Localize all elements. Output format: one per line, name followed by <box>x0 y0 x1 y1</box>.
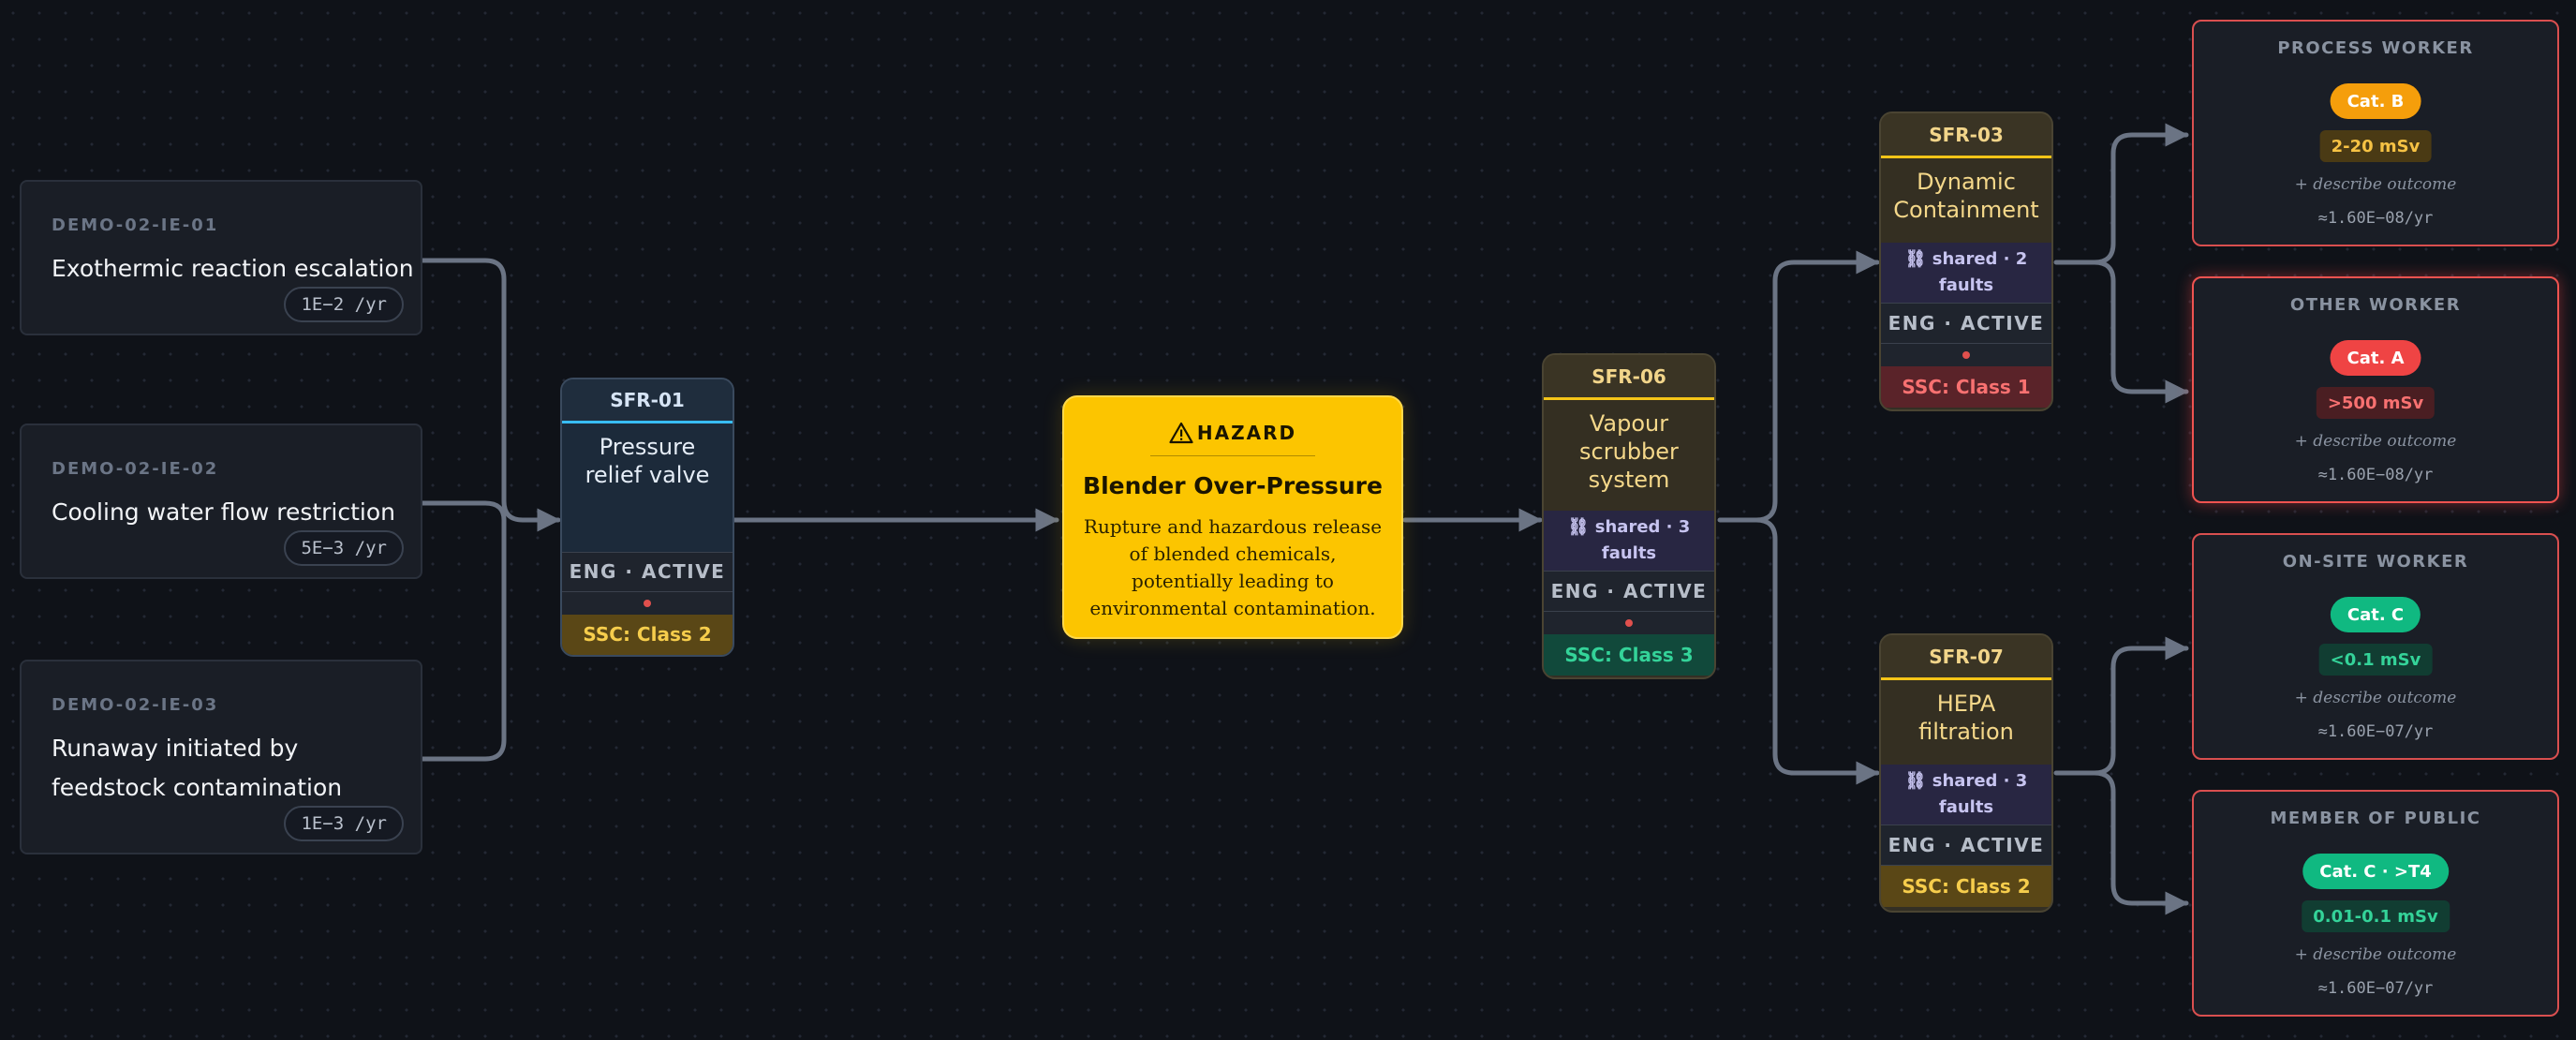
consequence-probability: ≈1.60E−07/yr <box>2317 722 2434 741</box>
consequence-card[interactable]: MEMBER OF PUBLIC Cat. C · >T4 0.01-0.1 m… <box>2192 790 2559 1017</box>
edge-ie01-sfr01 <box>420 258 561 532</box>
ssc-class-badge: SSC: Class 1 <box>1881 366 2051 408</box>
edge-sfr07-cons4 <box>2092 770 2189 915</box>
barrier-id: SFR-07 <box>1881 635 2051 680</box>
receptor-role: MEMBER OF PUBLIC <box>2270 809 2481 828</box>
consequence-probability: ≈1.60E−07/yr <box>2317 979 2434 998</box>
receptor-role: ON-SITE WORKER <box>2282 552 2469 572</box>
initiating-event-card[interactable]: DEMO-02-IE-02 Cooling water flow restric… <box>20 423 422 579</box>
barrier-type: ENG · ACTIVE <box>1881 825 2051 866</box>
initiating-event-title: Runaway initiated by feedstock contamina… <box>52 735 343 801</box>
initiating-event-card[interactable]: DEMO-02-IE-01 Exothermic reaction escala… <box>20 180 422 335</box>
initiating-event-card[interactable]: DEMO-02-IE-03 Runaway initiated by feeds… <box>20 660 422 854</box>
ssc-class-badge: SSC: Class 3 <box>1544 634 1714 676</box>
receptor-role: OTHER WORKER <box>2289 295 2462 315</box>
shared-faults-badge[interactable]: ⛓ shared · 2 faults <box>1881 243 2051 303</box>
shared-faults-badge[interactable]: ⛓ shared · 3 faults <box>1544 511 1714 571</box>
category-badge: Cat. B <box>2330 83 2421 119</box>
dose-badge: <0.1 mSv <box>2318 644 2433 676</box>
barrier-name: Dynamic Containment <box>1881 158 2051 243</box>
barrier-sfr-03[interactable]: SFR-03 Dynamic Containment ⛓ shared · 2 … <box>1879 111 2053 411</box>
dose-badge: 0.01-0.1 mSv <box>2302 900 2450 932</box>
warning-triangle-icon <box>1169 422 1193 444</box>
shared-faults-badge[interactable]: ⛓ shared · 3 faults <box>1881 765 2051 825</box>
barrier-name: HEPA filtration <box>1881 680 2051 765</box>
barrier-name: Pressure relief valve <box>562 423 733 552</box>
describe-outcome-link[interactable]: + describe outcome <box>2294 945 2457 964</box>
edge-ie02-sfr01 <box>420 500 507 523</box>
hazard-label: HAZARD <box>1064 422 1401 444</box>
frequency-badge: 1E−2 /yr <box>284 287 404 322</box>
barrier-id: SFR-03 <box>1881 113 2051 158</box>
frequency-badge: 1E−3 /yr <box>284 806 404 841</box>
category-badge: Cat. C <box>2330 597 2421 632</box>
describe-outcome-link[interactable]: + describe outcome <box>2294 432 2457 451</box>
ssc-class-badge: SSC: Class 2 <box>1881 866 2051 907</box>
barrier-id: SFR-06 <box>1544 355 1714 400</box>
consequence-card[interactable]: OTHER WORKER Cat. A >500 mSv + describe … <box>2192 276 2559 503</box>
initiating-event-id: DEMO-02-IE-01 <box>52 215 219 235</box>
initiating-event-id: DEMO-02-IE-02 <box>52 459 219 479</box>
status-indicator <box>1881 344 2051 366</box>
status-indicator <box>1544 612 1714 634</box>
consequence-card[interactable]: ON-SITE WORKER Cat. C <0.1 mSv + describ… <box>2192 533 2559 760</box>
barrier-type: ENG · ACTIVE <box>562 551 733 592</box>
initiating-event-id: DEMO-02-IE-03 <box>52 695 219 715</box>
consequence-card[interactable]: PROCESS WORKER Cat. B 2-20 mSv + describ… <box>2192 20 2559 246</box>
barrier-sfr-01[interactable]: SFR-01 Pressure relief valve ENG · ACTIV… <box>560 378 734 657</box>
dose-badge: >500 mSv <box>2316 387 2435 419</box>
edge-sfr03-cons2 <box>2092 260 2189 404</box>
barrier-sfr-07[interactable]: SFR-07 HEPA filtration ⛓ shared · 3 faul… <box>1879 633 2053 913</box>
edge-sfr03-cons1 <box>2053 123 2189 265</box>
consequence-probability: ≈1.60E−08/yr <box>2317 466 2434 484</box>
describe-outcome-link[interactable]: + describe outcome <box>2294 175 2457 194</box>
hazard-title: Blender Over-Pressure <box>1083 472 1383 499</box>
hazard-description: Rupture and hazardous release of blended… <box>1083 515 1383 619</box>
edge-sfr07-cons3 <box>2053 636 2189 776</box>
status-dot-icon <box>644 599 651 607</box>
consequence-probability: ≈1.60E−08/yr <box>2317 209 2434 228</box>
ssc-class-badge: SSC: Class 2 <box>562 614 733 655</box>
describe-outcome-link[interactable]: + describe outcome <box>2294 689 2457 707</box>
initiating-event-title: Exothermic reaction escalation <box>52 255 414 282</box>
category-badge: Cat. C · >T4 <box>2302 854 2449 889</box>
edge-sfr06-sfr03 <box>1717 250 1880 523</box>
edge-sfr06-sfr07 <box>1754 517 1880 785</box>
initiating-event-title: Cooling water flow restriction <box>52 498 396 526</box>
category-badge: Cat. A <box>2330 340 2421 376</box>
hazard-divider <box>1150 455 1315 456</box>
hazard-node[interactable]: HAZARD Blender Over-Pressure Rupture and… <box>1062 395 1403 639</box>
dose-badge: 2-20 mSv <box>2319 130 2432 162</box>
edge-ie03-sfr01 <box>420 517 507 762</box>
receptor-role: PROCESS WORKER <box>2277 38 2474 58</box>
barrier-sfr-06[interactable]: SFR-06 Vapour scrubber system ⛓ shared ·… <box>1542 353 1716 679</box>
frequency-badge: 5E−3 /yr <box>284 530 404 566</box>
status-dot-icon <box>1962 351 1970 359</box>
barrier-type: ENG · ACTIVE <box>1881 303 2051 344</box>
status-indicator <box>562 591 733 615</box>
hazard-label-text: HAZARD <box>1196 422 1297 444</box>
barrier-type: ENG · ACTIVE <box>1544 571 1714 612</box>
barrier-id: SFR-01 <box>562 379 733 424</box>
status-dot-icon <box>1625 619 1633 627</box>
barrier-name: Vapour scrubber system <box>1544 400 1714 511</box>
